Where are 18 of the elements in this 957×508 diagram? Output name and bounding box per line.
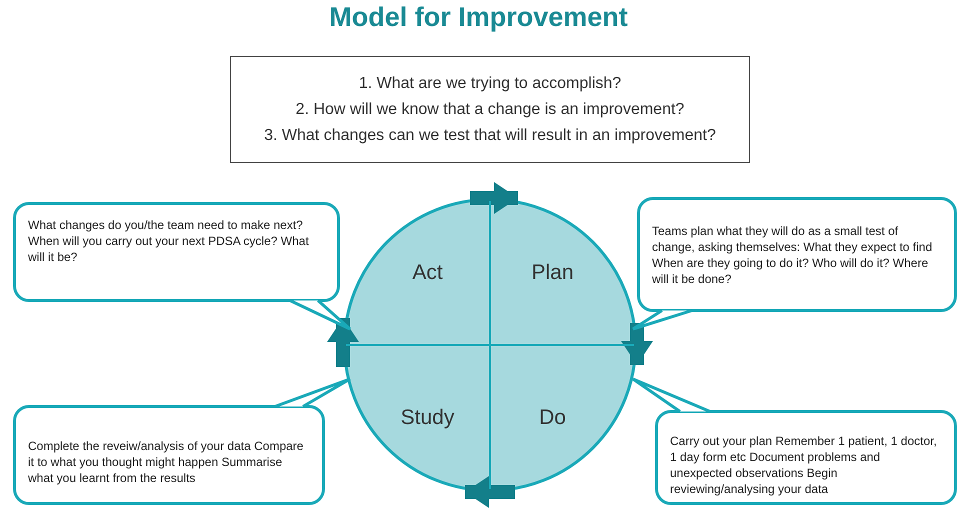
- bubble-pointer: [274, 378, 352, 408]
- question-text: 2. How will we know that a change is an improvement?: [294, 100, 686, 120]
- bubble-pointer: [632, 378, 712, 413]
- quadrant-label: Do: [490, 345, 634, 489]
- bubble-text: What changes do you/the team need to make next? When will you carry out your next PDSA cycle? What will it be?: [28, 217, 310, 266]
- question-text: 1. What are we trying to accomplish?: [358, 74, 622, 94]
- question-box: [230, 56, 750, 163]
- quadrant-label: Study: [346, 345, 490, 489]
- bubble-text: Complete the reveiw/analysis of your data Compare it to what you thought might happen Summarise what you learnt from the results: [28, 438, 304, 486]
- bubble-pointer: [632, 309, 694, 330]
- bubble-text: Teams plan what they will do as a small test of change, asking themselves: What they expect to find When are they going to do it? Who will do it? Where will it be done?: [652, 222, 934, 286]
- question-text: 3. What changes can we test that will result in an improvement?: [263, 126, 717, 146]
- quadrant-label: Act: [346, 201, 490, 345]
- title: Model for Improvement: [329, 2, 628, 32]
- bubble-text: Carry out your plan Remember 1 patient, 1 doctor, 1 day form etc Document problems and unexpected observations Begin reviewing/analysing your data: [670, 432, 938, 496]
- speech-bubble: [637, 197, 957, 312]
- quadrant-label: Plan: [490, 201, 634, 345]
- bubble-pointer: [288, 299, 352, 330]
